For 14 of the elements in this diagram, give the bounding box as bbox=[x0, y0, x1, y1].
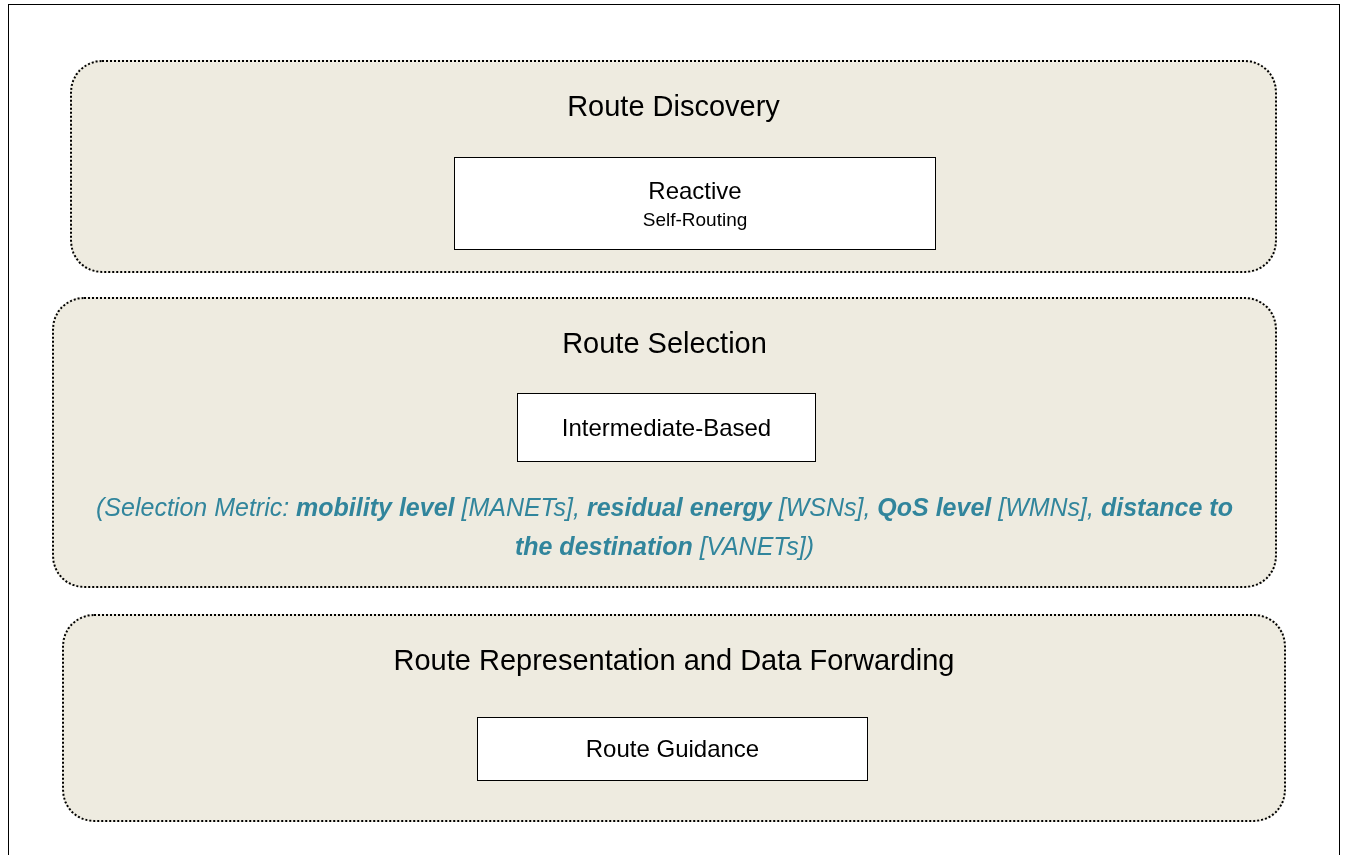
method-box bbox=[517, 393, 816, 462]
stage-heading: Route Representation and Data Forwarding bbox=[392, 643, 956, 678]
method-box bbox=[454, 157, 936, 250]
stage-band bbox=[62, 614, 1286, 822]
method-label: Reactive bbox=[648, 175, 742, 206]
selection-metric-note: (Selection Metric: mobility level [MANETs], residual energy [WSNs], QoS level [WMNs], distance to the destination [VANETs]) bbox=[95, 492, 1234, 562]
stage-band bbox=[70, 60, 1277, 273]
stage-band bbox=[52, 297, 1277, 588]
stage-heading: Route Discovery bbox=[566, 89, 781, 124]
stage-heading: Route Selection bbox=[561, 326, 768, 361]
method-box bbox=[477, 717, 868, 781]
method-label: Route Guidance bbox=[585, 734, 760, 764]
method-label: Intermediate-Based bbox=[561, 412, 772, 443]
method-sublabel: Self-Routing bbox=[642, 207, 748, 232]
